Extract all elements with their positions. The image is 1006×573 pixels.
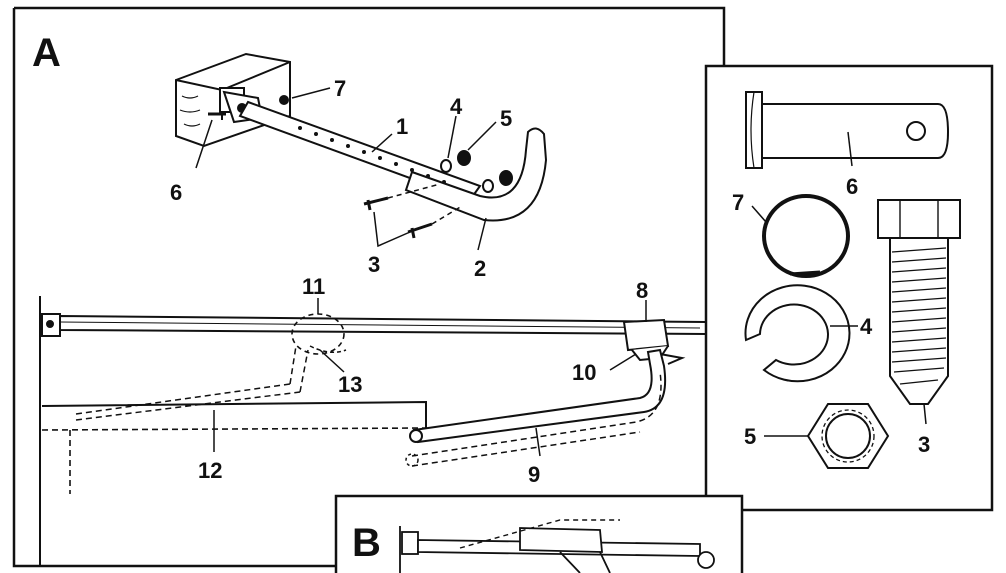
panel-b-label: B: [352, 521, 381, 565]
callout-4-top: 4: [450, 94, 463, 119]
panel-b: B: [334, 494, 744, 573]
panel-b-rail-partial: [399, 519, 715, 573]
trolley: [622, 318, 686, 365]
bracket-assembly: [175, 52, 548, 251]
callout-12: 12: [198, 458, 222, 483]
detail-clevis-pin: [745, 91, 950, 169]
detail-callout-5: 5: [744, 424, 756, 449]
detail-hex-bolt: [877, 199, 961, 405]
callout-3-top: 3: [368, 252, 380, 277]
door-arm-assembly: [412, 348, 666, 444]
detail-callout-6: 6: [846, 174, 858, 199]
callout-11: 11: [302, 274, 325, 299]
hex-nuts: [457, 150, 513, 186]
panel-a-label: A: [32, 31, 61, 75]
detail-callout-7: 7: [732, 190, 744, 215]
rail-assembly: [39, 296, 707, 566]
callout-7-top: 7: [334, 76, 346, 101]
detail-leader-lines: [751, 131, 927, 437]
detail-callout-4: 4: [860, 314, 873, 339]
callout-6-top: 6: [170, 180, 182, 205]
callout-10: 10: [572, 360, 596, 385]
detail-callout-3: 3: [918, 432, 930, 457]
detail-ring-fastener: [762, 194, 850, 278]
leader-lines-top: [195, 87, 497, 251]
detail-hex-nut: [806, 403, 890, 469]
leader-lines-bottom: [213, 298, 647, 457]
screws: [363, 183, 463, 239]
callout-1: 1: [396, 114, 408, 139]
lock-washers: [440, 159, 494, 193]
parts-detail-panel: 6 7 4 3 5: [704, 64, 994, 512]
door-top-panel: [41, 400, 427, 428]
ring-fastener: [279, 95, 289, 105]
panel-a-frame: [12, 6, 726, 568]
panel-a: A: [12, 6, 726, 568]
curved-door-arm: [404, 127, 548, 222]
callout-2: 2: [474, 256, 486, 281]
callout-9: 9: [528, 462, 540, 487]
callout-13: 13: [338, 372, 362, 397]
callout-8: 8: [636, 278, 648, 303]
callout-5-top: 5: [500, 106, 512, 131]
detail-lock-washer: [744, 284, 851, 383]
